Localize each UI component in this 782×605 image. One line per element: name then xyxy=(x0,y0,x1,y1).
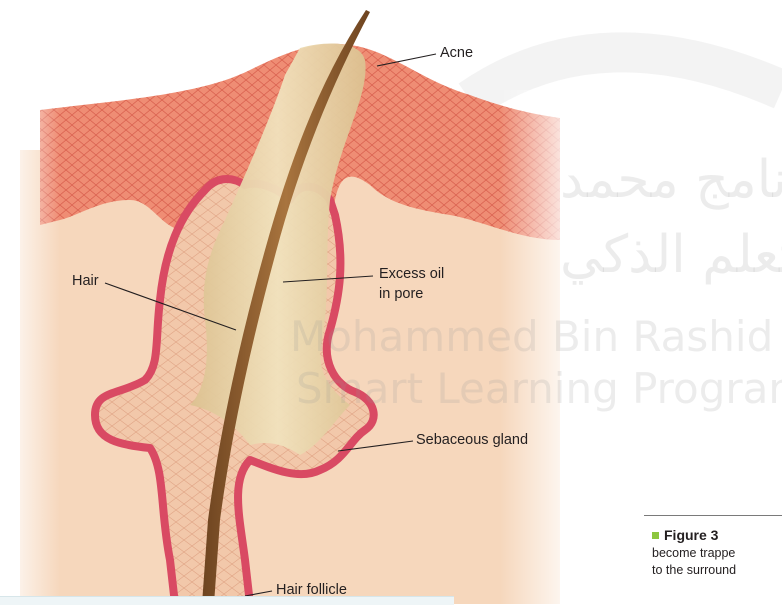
caption-line-2: to the surround xyxy=(652,562,782,579)
figure-number: Figure 3 xyxy=(664,527,718,543)
fade-left xyxy=(0,90,60,604)
green-square-icon xyxy=(652,532,659,539)
label-excess-oil-line2: in pore xyxy=(379,286,423,302)
label-excess-oil-line1: Excess oil xyxy=(379,266,444,282)
caption-divider xyxy=(644,515,782,516)
watermark-arabic-1: برنامج محمد xyxy=(560,150,782,210)
watermark-english-2: Smart Learning Program xyxy=(296,364,782,413)
figure-caption: Figure 3 become trappe to the surround xyxy=(652,527,782,579)
watermark-english-1: Mohammed Bin Rashid xyxy=(290,312,773,361)
label-hair: Hair xyxy=(72,273,99,289)
label-sebaceous-gland: Sebaceous gland xyxy=(416,432,528,448)
watermark-arabic-2: للتعلم الذكي xyxy=(560,225,782,285)
caption-title-row: Figure 3 xyxy=(652,527,782,545)
caption-line-1: become trappe xyxy=(652,545,782,562)
label-acne: Acne xyxy=(440,45,473,61)
